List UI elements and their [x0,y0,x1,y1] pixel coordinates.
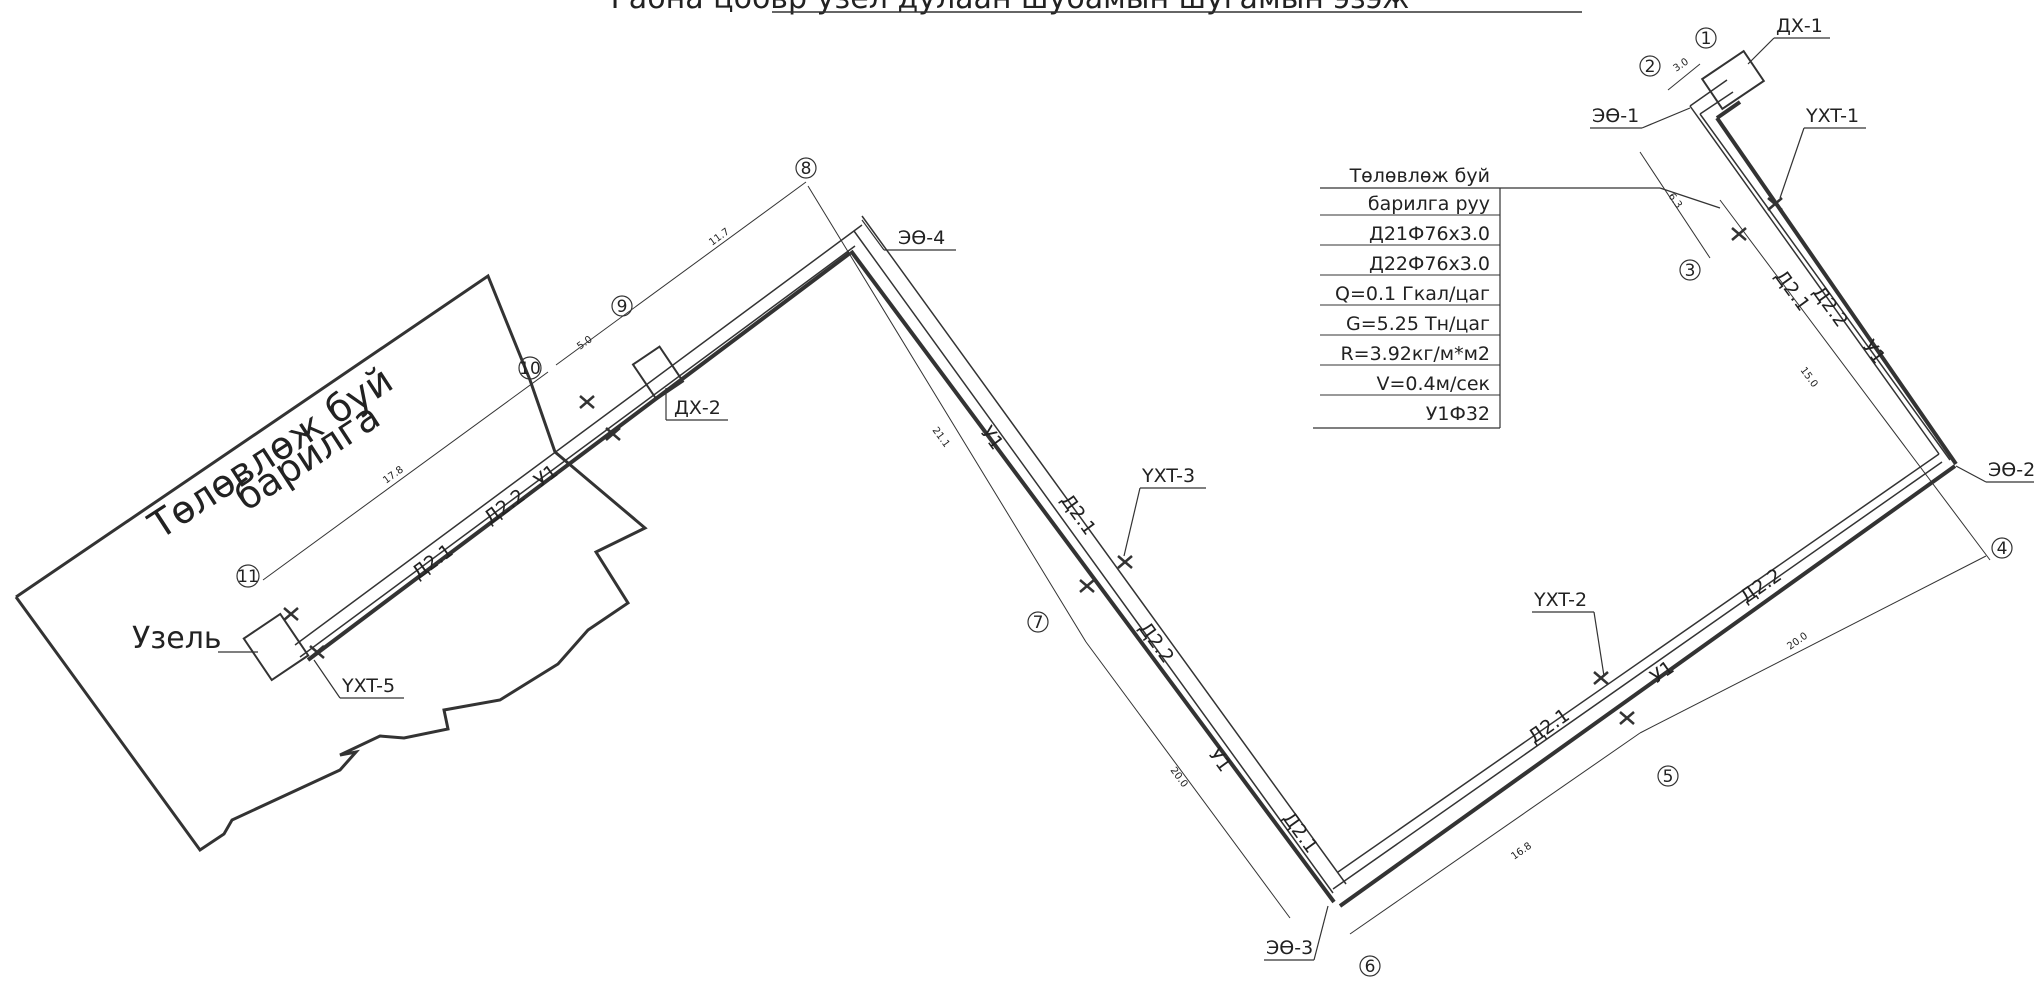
dim-17-8: 17.8 [381,464,405,486]
svg-text:8: 8 [801,159,812,179]
node-box[interactable] [242,612,310,682]
tag-yxt5: YXT-5 [341,675,395,697]
point-1: 1 [1695,27,1717,49]
svg-text:7: 7 [1033,613,1044,633]
svg-text:1: 1 [1701,29,1712,49]
dim-15-0: 15.0 [1798,365,1820,389]
point-6: 6 [1359,955,1381,977]
marker-yxt5: YXT-5 [283,607,404,699]
drawing-title: Рабна цоовр узел дулаан шубамын шугамын … [611,0,1410,16]
table-row-2: барилга руу [1368,193,1490,215]
dim-21-1: 21.1 [930,425,952,449]
dim-5-0: 5.0 [575,334,594,352]
dx1-leader [1747,37,1775,65]
tag-yxt1: YXT-1 [1805,105,1859,127]
point-2: 2 [1639,55,1661,77]
svg-text:9: 9 [617,297,628,317]
table-row-4: Д22Ф76х3.0 [1369,253,1490,275]
point-11: 11 [236,564,260,588]
tag-eo2: ЭӨ-2 [1988,459,2034,481]
node-label: Узель [132,621,222,656]
pipe-spec-table: Төлөвлөж буй барилга руу Д21Ф76х3.0 Д22Ф… [1313,165,1721,429]
point-5: 5 [1657,765,1679,787]
table-row-8: V=0.4м/сек [1377,373,1490,395]
point-8: 8 [795,157,817,179]
chamber-dx2[interactable] [631,345,685,401]
pipe-segment-building-to-eo4 [294,224,863,662]
pipe-label-d21-seg3: Д2.1 [1524,704,1574,748]
pipe-segment-eo3-to-eo2 [1332,453,1957,908]
svg-text:6: 6 [1365,957,1376,977]
marker-at-10 [579,395,621,441]
tag-eo1: ЭӨ-1 [1592,105,1639,127]
pipe-label-d22-seg3: Д2.2 [1736,564,1786,608]
table-row-5: Q=0.1 Гкал/цаг [1335,283,1490,305]
svg-text:3: 3 [1685,261,1696,281]
svg-text:2: 2 [1645,57,1656,77]
pipe-segment-eo4-to-eo3 [849,215,1347,904]
dim-16-8: 16.8 [1509,841,1534,863]
table-row-9: У1Ф32 [1426,403,1490,425]
table-leader [1659,187,1721,209]
table-row-7: R=3.92кг/м*м2 [1340,343,1490,365]
tag-yxt3: YXT-3 [1141,465,1195,487]
svg-text:5: 5 [1663,767,1674,787]
pipe-segment-eo1-to-dx1 [1689,79,1742,120]
pipe-label-d21-seg4: Д2.1 [1770,266,1814,315]
dim-20-0-a: 20.0 [1785,631,1810,653]
table-row-3: Д21Ф76х3.0 [1369,223,1490,245]
table-row-1: Төлөвлөж буй [1349,165,1490,187]
tag-eo3: ЭӨ-3 [1266,937,1313,959]
tag-dx1: ДХ-1 [1776,15,1823,37]
point-10: 10 [518,356,542,380]
pipe-label-d21-seg2a: Д2.1 [1056,490,1100,539]
point-7: 7 [1027,611,1049,633]
svg-text:11: 11 [237,567,259,587]
pipe-label-d22-seg1: Д2.2 [480,485,529,529]
marker-yxt1: YXT-1 [1731,105,1866,241]
marker-yxt3: YXT-3 [1079,465,1206,593]
building-outline [14,273,648,853]
point-9: 9 [611,295,633,317]
point-3: 3 [1679,259,1701,281]
tag-yxt2: YXT-2 [1533,589,1587,611]
point-4: 4 [1991,537,2013,559]
dimension-lines [262,63,1991,935]
pipe-segment-eo2-to-eo1 [1689,105,1958,466]
tag-eo4: ЭӨ-4 [898,227,945,249]
tag-dx2: ДХ-2 [674,397,721,419]
dim-3-0: 3.0 [1672,56,1691,74]
marker-yxt2: YXT-2 [1532,589,1635,725]
svg-text:10: 10 [519,359,541,379]
svg-text:4: 4 [1997,539,2008,559]
pipe-label-u1-seg2b: У1 [1204,744,1236,776]
table-row-6: G=5.25 Тн/цаг [1346,313,1490,335]
dim-20-0-b: 20.0 [1168,765,1190,789]
chamber-dx1[interactable] [1700,49,1766,111]
building-name-line1: Төлөвлөж буй [140,358,400,548]
